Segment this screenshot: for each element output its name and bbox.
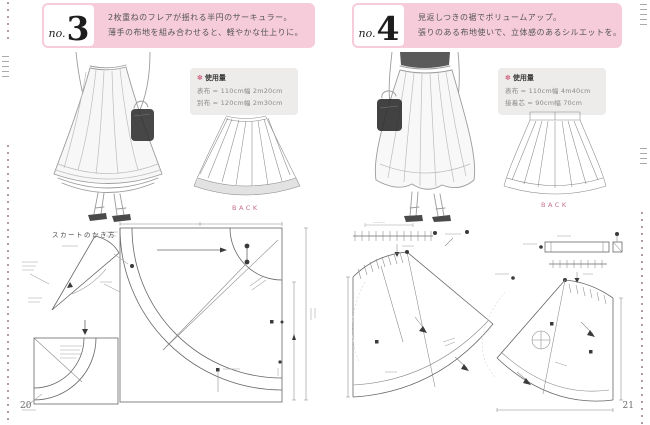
pattern-description: 2枚重ねのフレアが揺れる半円のサーキュラー。 薄手の布地を組み合わせると、軽やか… [108, 11, 303, 40]
gather-schematic-front [353, 222, 437, 257]
gather-schematic-back [549, 260, 607, 283]
back-view-label: BACK [232, 204, 260, 212]
hem-band-shaded [194, 178, 300, 195]
page-number-right: 21 [622, 401, 634, 411]
quarter-circle-diagram [22, 337, 119, 411]
back-panel-pattern [481, 273, 623, 412]
legs-and-sandals-sketch [404, 191, 451, 222]
fashion-illustration-skirt-no4 [374, 52, 476, 222]
usage-interfacing-line: 接着芯 = 90cm幅 70cm [505, 99, 583, 108]
stitch-line-left [7, 145, 9, 423]
flat-drawing-back-no3 [193, 115, 301, 196]
main-circular-pattern [100, 222, 316, 403]
page-right: no. 4 見返しつきの裾でボリュームアップ。 張りのある布地使いで、立体感のあ… [325, 0, 650, 425]
handbag-sketch [377, 90, 402, 131]
description-line2: 薄手の布地を組み合わせると、軽やかな仕上りに。 [108, 27, 304, 37]
flat-outline [193, 115, 301, 196]
usage-title: ✽使用量 [505, 74, 534, 82]
number-prefix: no. [358, 27, 376, 40]
legs-and-sandals-sketch [88, 192, 131, 222]
material-usage-box-no4: ✽使用量 表布 = 110cm幅 4m40cm 接着芯 = 90cm幅 70cm [498, 68, 606, 115]
number-prefix: no. [48, 27, 66, 40]
handbag-sketch [131, 100, 154, 141]
front-panel-pattern [346, 230, 494, 398]
flower-marker-icon: ✽ [197, 74, 203, 82]
stitch-line-left-top [7, 2, 9, 42]
skirt-sketch [53, 66, 163, 193]
flower-marker-icon: ✽ [505, 74, 511, 82]
pattern-description: 見返しつきの裾でボリュームアップ。 張りのある布地使いで、立体感のあるシルエット… [418, 11, 621, 40]
dark-top-sketch [400, 52, 450, 68]
construction-fan-diagram [22, 235, 120, 311]
pattern-diagram-no4 [346, 222, 623, 412]
pattern-number: 4 [376, 9, 400, 48]
flat-drawing-back-no4 [503, 111, 607, 195]
number-box: no. 4 [354, 5, 404, 46]
stitch-line-right [641, 212, 643, 425]
header-banner-no3: no. 3 2枚重ねのフレアが揺れる半円のサーキュラー。 薄手の布地を組み合わせ… [42, 3, 315, 48]
edge-tick-marks-right [640, 148, 647, 164]
usage-fabric-line: 表布 = 110cm幅 4m40cm [505, 87, 591, 95]
usage-fabric-line2: 別布 = 120cm幅 2m30cm [197, 99, 283, 108]
pattern-diagram-no3 [22, 222, 316, 411]
page-number-left: 20 [20, 401, 32, 411]
description-line1: 見返しつきの裾でボリュームアップ。 [418, 13, 562, 23]
waistband-pattern [523, 232, 623, 253]
usage-fabric-line: 表布 = 110cm幅 2m20cm [197, 87, 283, 95]
description-line1: 2枚重ねのフレアが揺れる半円のサーキュラー。 [108, 13, 293, 23]
edge-tick-marks-right-top [640, 4, 647, 25]
usage-title: ✽使用量 [197, 74, 226, 82]
back-view-label: BACK [541, 201, 569, 209]
flat-outline [503, 111, 607, 195]
material-usage-box-no3: ✽使用量 表布 = 110cm幅 2m20cm 別布 = 120cm幅 2m30… [190, 68, 298, 115]
header-banner-no4: no. 4 見返しつきの裾でボリュームアップ。 張りのある布地使いで、立体感のあ… [352, 3, 622, 48]
edge-tick-marks-left [2, 56, 9, 77]
pattern-number: 3 [66, 9, 90, 48]
skirt-drafting-howto-label: スカートのかき方 [52, 231, 116, 239]
description-line2: 張りのある布地使いで、立体感のあるシルエットを。 [418, 27, 622, 37]
number-box: no. 3 [44, 5, 94, 46]
fashion-illustration-skirt-no3 [53, 52, 163, 222]
page-left: no. 3 2枚重ねのフレアが揺れる半円のサーキュラー。 薄手の布地を組み合わせ… [20, 3, 316, 411]
